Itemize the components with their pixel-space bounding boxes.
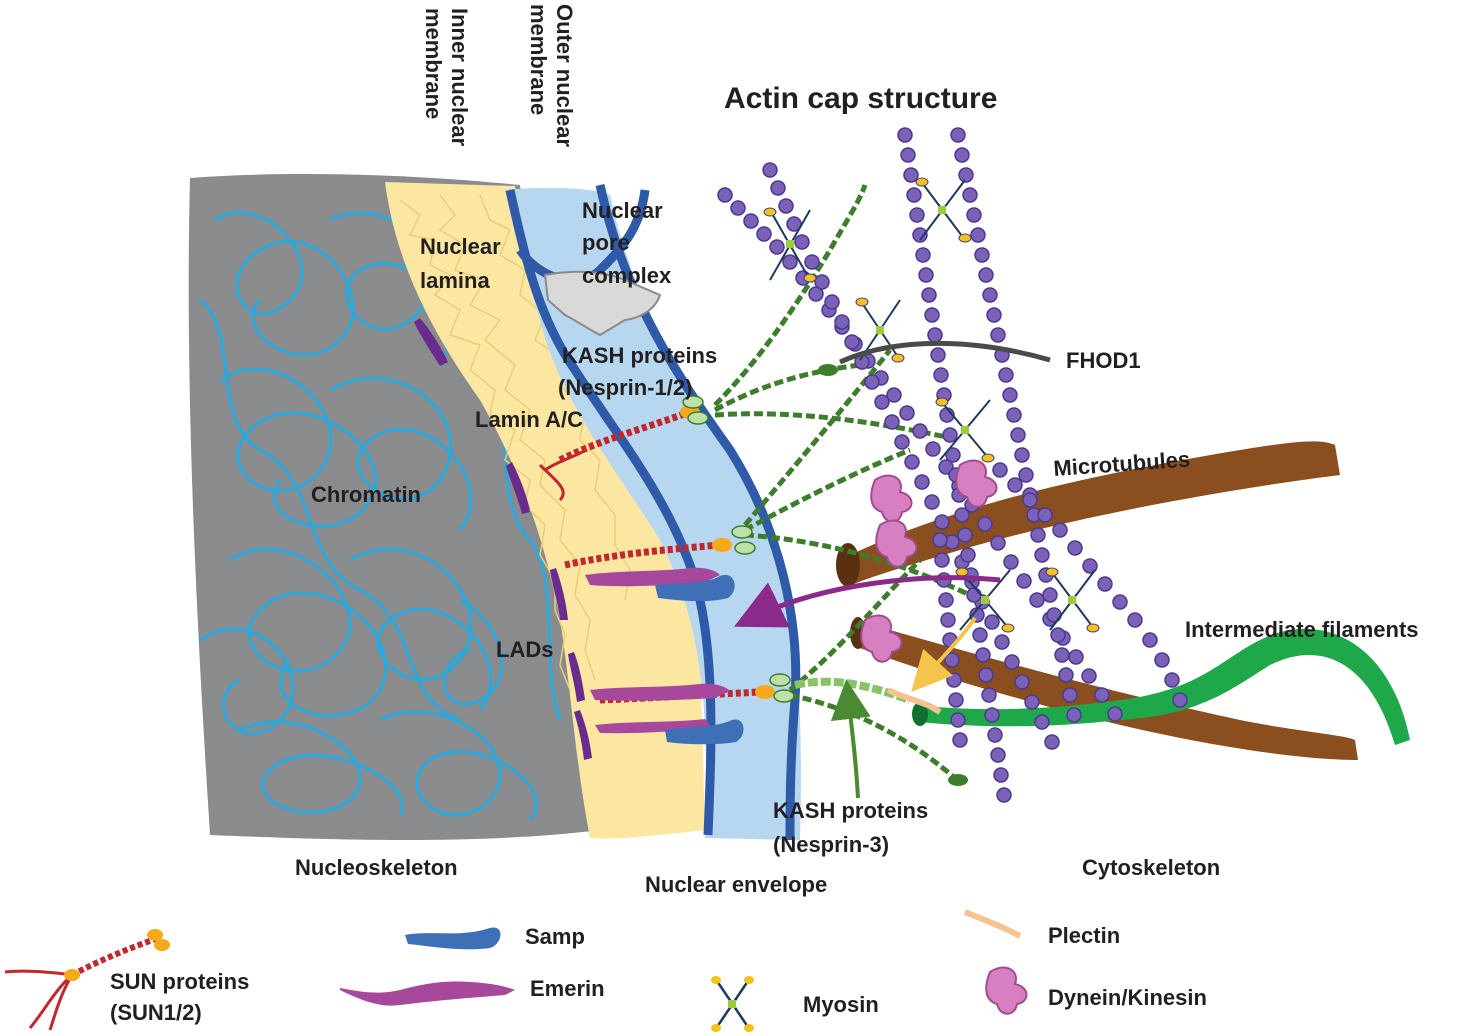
nuclear-envelope-region [505, 187, 801, 840]
intermediate-filament-end [912, 702, 928, 726]
diagram-title: Actin cap structure [724, 82, 997, 115]
legend-myosin-icon [711, 976, 754, 1032]
nesprin-3-pointer-arrow [830, 679, 871, 799]
fhod1-line [838, 340, 1051, 365]
actin-filament-e [992, 462, 1188, 708]
pore-inner-curve [516, 189, 650, 285]
intermediate-filaments-label: Intermediate filaments [1185, 617, 1419, 642]
myosin-centers [786, 206, 1076, 604]
fhod1-label: FHOD1 [1066, 348, 1141, 373]
actin-filament-c [897, 127, 1012, 803]
lamina-label-line2: lamina [420, 268, 490, 293]
legend: SUN proteins (SUN1/2) Samp Emerin Myosin… [4, 909, 1207, 1032]
legend-emerin-icon [340, 981, 515, 1006]
fhod1-anchor [818, 364, 838, 376]
myosin-heads [763, 177, 1100, 633]
nuclear-lamina-region [385, 182, 705, 839]
dynein-kinesin-motors [860, 459, 998, 663]
kash3-label-line2: (Nesprin-3) [773, 832, 889, 857]
kash12-label-line1: KASH proteins [562, 343, 717, 368]
legend-plectin-icon [963, 909, 1022, 939]
legend-sun-label-line2: (SUN1/2) [110, 1000, 202, 1025]
nuclear-envelope-label: Nuclear envelope [645, 872, 827, 897]
legend-plectin-label: Plectin [1048, 923, 1120, 948]
nucleus-directed-arrow [734, 575, 1001, 628]
inner-membrane-line [505, 189, 716, 836]
kash-anchor-lower [948, 774, 968, 786]
myosin-crosslinks [769, 179, 1096, 631]
nuclear-pore-complex [543, 270, 662, 337]
lamina-label-line1: Nuclear [420, 234, 501, 259]
legend-samp-label: Samp [525, 924, 585, 949]
legend-myosin-label: Myosin [803, 992, 879, 1017]
chromatin-label: Chromatin [311, 482, 421, 507]
legend-dynein-label: Dynein/Kinesin [1048, 985, 1207, 1010]
inner-membrane-label-line1: Inner nuclear [447, 8, 472, 147]
plectin-link [886, 687, 942, 715]
kash12-label-line2: (Nesprin-1/2) [558, 375, 692, 400]
actin-filament-d [950, 127, 1082, 723]
lamin-label: Lamin A/C [475, 407, 583, 432]
kash3-label-line1: KASH proteins [773, 798, 928, 823]
outer-membrane-label-line1: Outer nuclear [552, 4, 577, 147]
npc-label-line1: Nuclear [582, 198, 663, 223]
outer-membrane-line [595, 184, 801, 841]
legend-dynein-icon [985, 966, 1028, 1015]
actin-filaments [717, 127, 1188, 803]
legend-emerin-label: Emerin [530, 976, 605, 1001]
plectin-pointer-arrow [911, 616, 977, 692]
legend-sun-proteins-icon [4, 929, 170, 1031]
microtubule-upper [840, 441, 1340, 588]
cytoskeleton-label: Cytoskeleton [1082, 855, 1220, 880]
legend-sun-label-line1: SUN proteins [110, 969, 249, 994]
samp-proteins [655, 574, 744, 745]
npc-label-line3: complex [582, 263, 672, 288]
inner-membrane-label-line2: membrane [421, 8, 446, 119]
outer-membrane-label-line2: membrane [526, 4, 551, 115]
sun-proteins [538, 405, 775, 704]
legend-samp-icon [405, 927, 501, 950]
chromatin-tangle [199, 208, 562, 822]
kash-connectors [682, 395, 795, 703]
npc-label-line2: pore [582, 230, 630, 255]
lads-clusters [414, 318, 592, 760]
lads-label: LADs [496, 637, 553, 662]
nucleoskeleton-label: Nucleoskeleton [295, 855, 458, 880]
